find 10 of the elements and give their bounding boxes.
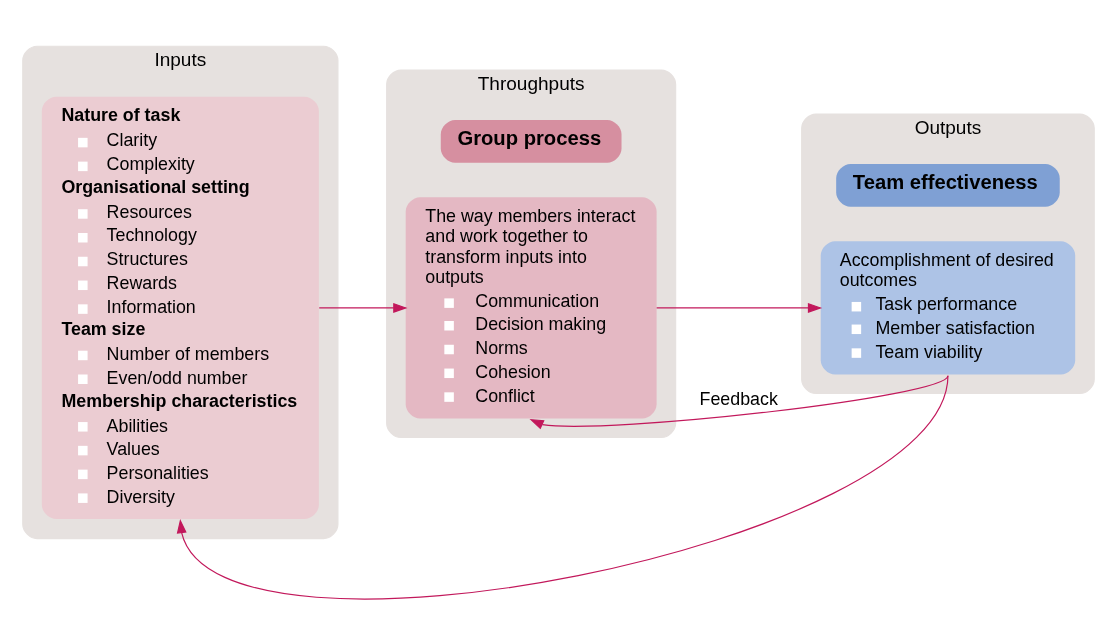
arrow bbox=[176, 375, 949, 599]
node-box: Team effectiveness bbox=[836, 164, 1060, 207]
node-box: Nature of task Clarity Complexity Organisational setting Resources Technology Structures Rewards Information Team size Number of members Even/odd number Membership characteristics Abilities Values Personalities Diversity bbox=[41, 96, 319, 519]
node-box: The way members interact and work together to transform inputs into outputs Communication Decision making Norms Cohesion Conflict bbox=[405, 197, 657, 419]
node-box: Accomplishment of desired outcomes Task performance Member satisfaction Team viability bbox=[820, 241, 1076, 375]
arrow bbox=[529, 375, 949, 430]
node-box: Group process bbox=[440, 120, 622, 163]
edge-label: Feedback bbox=[699, 389, 778, 410]
arrow bbox=[318, 302, 408, 313]
arrow bbox=[656, 302, 823, 313]
